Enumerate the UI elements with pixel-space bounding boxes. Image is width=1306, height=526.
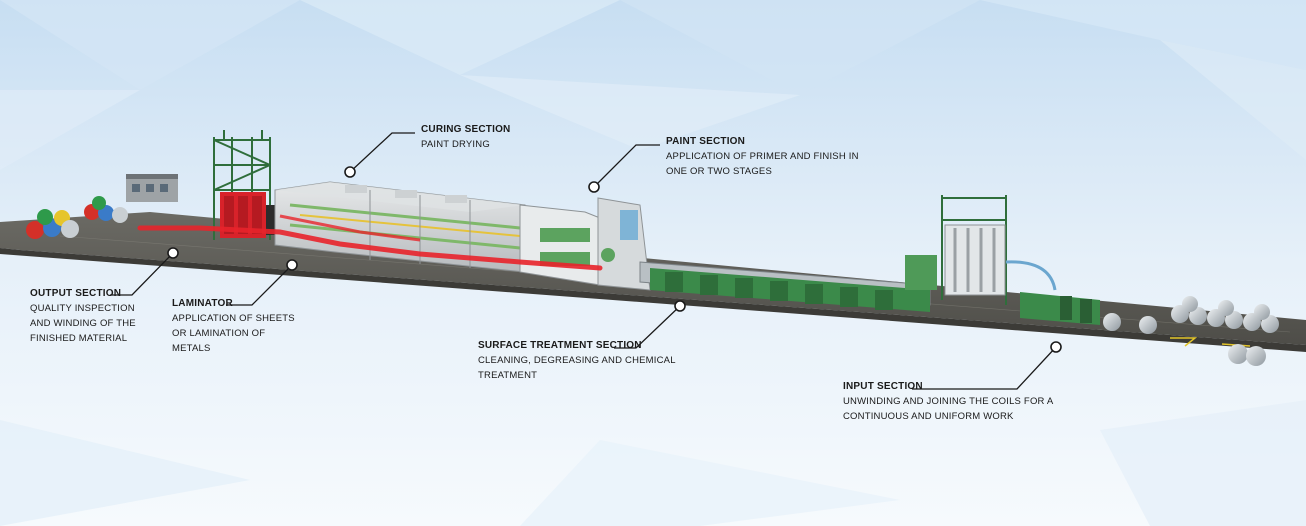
surface-treatment-tanks (639, 261, 931, 312)
paint-section-desc-line: ONE OR TWO STAGES (666, 166, 772, 177)
curing-leader-line (349, 132, 415, 173)
output-section-callout: OUTPUT SECTION QUALITY INSPECTION AND WI… (30, 288, 136, 346)
surface-treatment-desc-line: TREATMENT (478, 370, 538, 381)
input-section-desc-line: CONTINUOUS AND UNIFORM WORK (843, 411, 1014, 422)
input-leader-line (912, 346, 1057, 390)
laminator-callout: LAMINATOR APPLICATION OF SHEETS OR LAMIN… (172, 298, 295, 356)
output-section-desc-line: FINISHED MATERIAL (30, 333, 128, 344)
output-marker (167, 247, 179, 259)
accumulator-tower (905, 195, 1057, 305)
input-marker (1050, 341, 1062, 353)
surface-treatment-desc-line: CLEANING, DEGREASING AND CHEMICAL (478, 355, 676, 366)
laminator-leader-line (226, 264, 293, 306)
output-section-desc-line: AND WINDING OF THE (30, 318, 136, 329)
paint-section-desc-line: APPLICATION OF PRIMER AND FINISH IN (666, 151, 859, 162)
laminator-desc-line: OR LAMINATION OF (172, 328, 266, 339)
input-section-desc-line: UNWINDING AND JOINING THE COILS FOR A (843, 396, 1054, 407)
input-coils (1171, 296, 1279, 366)
curing-section-callout: CURING SECTION PAINT DRYING (421, 124, 510, 152)
input-section-callout: INPUT SECTION UNWINDING AND JOINING THE … (843, 381, 1053, 424)
paint-marker (588, 181, 600, 193)
laminator-desc-line: APPLICATION OF SHEETS (172, 313, 295, 324)
metal-strip (137, 214, 603, 271)
laminator-title: LAMINATOR (172, 298, 233, 309)
surface-leader-line (614, 305, 681, 349)
curing-section-desc: PAINT DRYING (421, 139, 490, 150)
surface-marker (674, 300, 686, 312)
input-machinery (1020, 292, 1157, 334)
paint-section-title: PAINT SECTION (666, 136, 746, 147)
paint-section-callout: PAINT SECTION APPLICATION OF PRIMER AND … (666, 136, 859, 179)
control-cabin (126, 174, 178, 202)
laminator-desc-line: METALS (172, 343, 211, 354)
curing-marker (344, 166, 356, 178)
output-section-title: OUTPUT SECTION (30, 288, 122, 299)
curing-section-title: CURING SECTION (421, 124, 511, 135)
paint-leader-line (593, 144, 660, 188)
laminator-marker (286, 259, 298, 271)
input-section-title: INPUT SECTION (843, 381, 923, 392)
surface-treatment-callout: SURFACE TREATMENT SECTION CLEANING, DEGR… (478, 340, 676, 383)
output-leader-line (110, 252, 174, 296)
output-coils (26, 196, 128, 239)
surface-treatment-title: SURFACE TREATMENT SECTION (478, 340, 642, 351)
callout-lines (110, 132, 1057, 390)
callout-markers (167, 166, 1062, 353)
output-section-desc-line: QUALITY INSPECTION (30, 303, 135, 314)
